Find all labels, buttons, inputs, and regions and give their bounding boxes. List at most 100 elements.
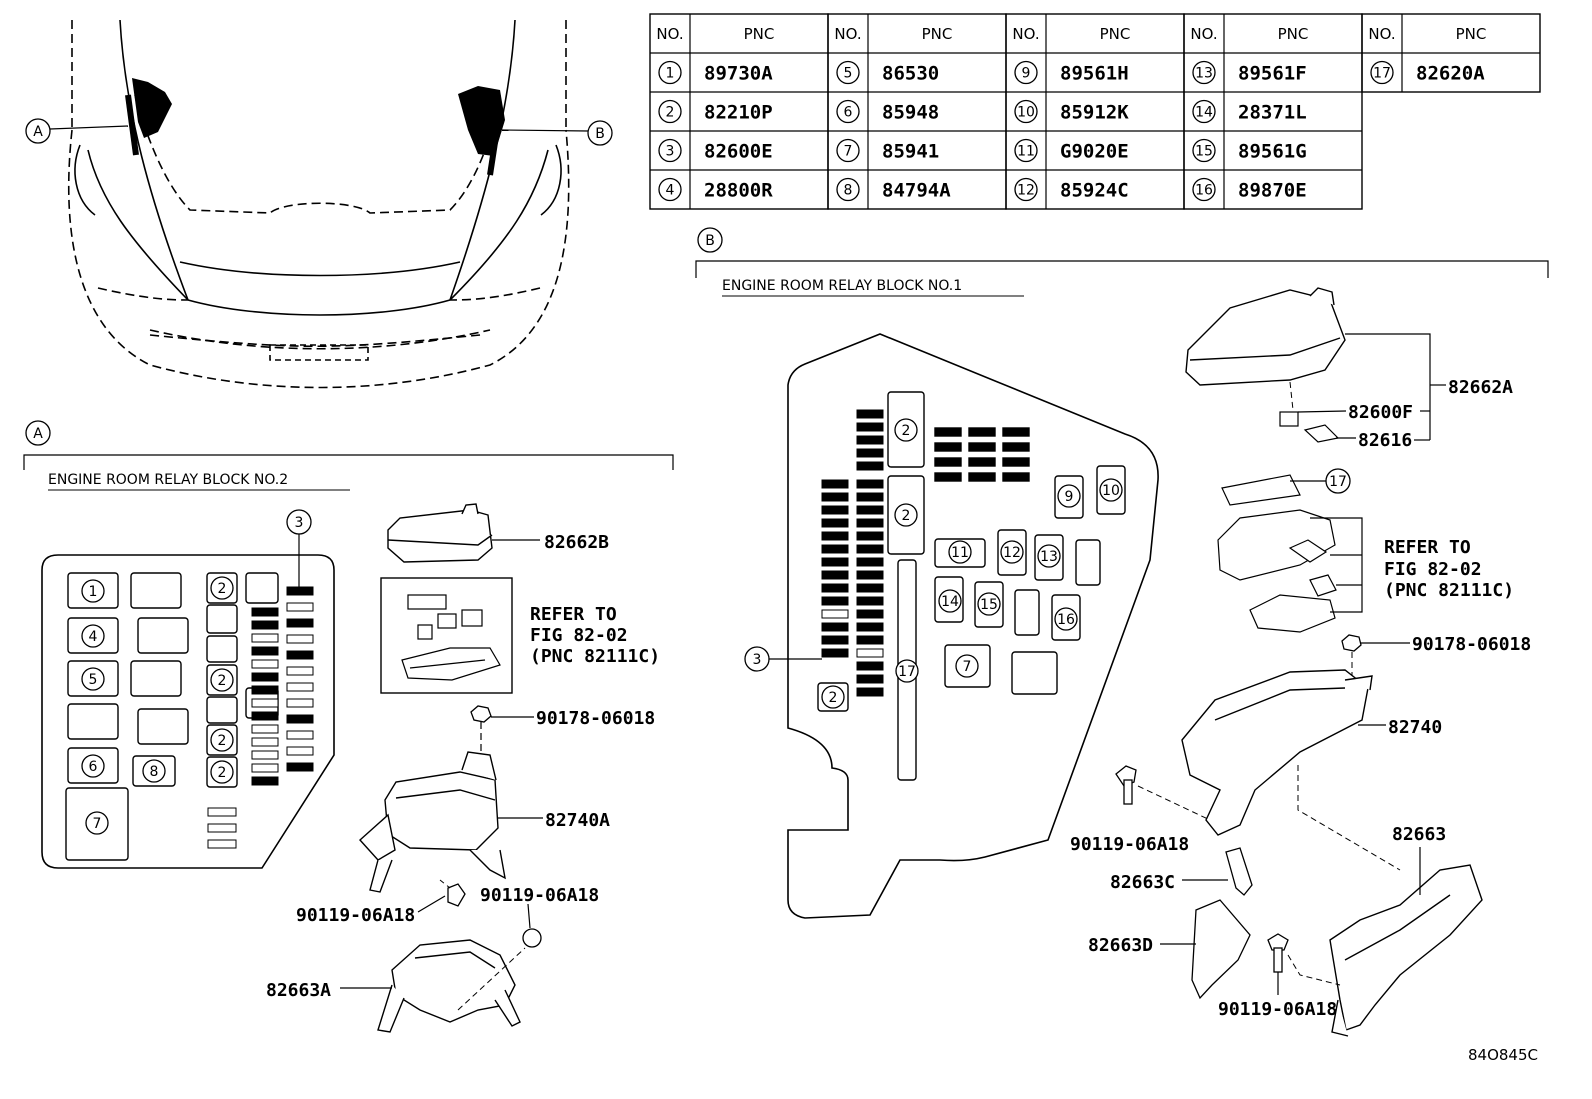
table-header-pnc: PNC: [922, 25, 953, 43]
car-front-view: [67, 19, 570, 389]
svg-text:B: B: [705, 233, 715, 249]
table-row-pnc: G9020E: [1060, 141, 1129, 163]
table-row-pnc: 28800R: [704, 180, 773, 202]
svg-text:5: 5: [89, 672, 98, 688]
svg-text:82600F: 82600F: [1348, 402, 1413, 423]
section-b: B ENGINE ROOM RELAY BLOCK NO.1 2 2 2 17 9 10 1…: [695, 227, 1549, 1037]
svg-text:13: 13: [1040, 549, 1058, 565]
table-row-pnc: 89561F: [1238, 63, 1307, 85]
svg-text:FIG 82-02: FIG 82-02: [1384, 559, 1482, 580]
callout-a-top: A: [25, 118, 129, 144]
table-header-pnc: PNC: [1456, 25, 1487, 43]
table-row-pnc: 85941: [882, 141, 939, 163]
section-a-title: ENGINE ROOM RELAY BLOCK NO.2: [48, 472, 288, 488]
table-row-pnc: 28371L: [1238, 102, 1307, 124]
svg-text:90119-06A18: 90119-06A18: [1070, 834, 1189, 855]
table-row-no: 5: [844, 66, 853, 82]
table-row-no: 10: [1017, 105, 1035, 121]
label-82662b: 82662B: [544, 532, 609, 553]
table-header-pnc: PNC: [1100, 25, 1131, 43]
svg-text:REFER TO: REFER TO: [1384, 537, 1471, 558]
table-row-no: 2: [666, 105, 675, 121]
cover-82662a: [1185, 287, 1346, 386]
table-row-no: 7: [844, 144, 853, 160]
svg-text:14: 14: [941, 594, 959, 610]
svg-text:90119-06A18: 90119-06A18: [296, 905, 415, 926]
table-row-no: 6: [844, 105, 853, 121]
svg-text:2: 2: [218, 581, 227, 597]
table-header-pnc: PNC: [744, 25, 775, 43]
svg-text:9: 9: [1065, 489, 1074, 505]
nut-a: [470, 705, 492, 723]
svg-text:7: 7: [963, 659, 972, 675]
table-row-pnc: 89870E: [1238, 180, 1307, 202]
svg-text:REFER TO: REFER TO: [530, 604, 617, 625]
table-header-no: NO.: [1368, 25, 1395, 43]
table-header-no: NO.: [834, 25, 861, 43]
svg-text:16: 16: [1057, 612, 1075, 628]
table-row-pnc: 85948: [882, 102, 939, 124]
svg-text:82616: 82616: [1358, 430, 1412, 451]
cover-82662b: [387, 503, 493, 563]
table-header-no: NO.: [1190, 25, 1217, 43]
svg-text:82662A: 82662A: [1448, 377, 1513, 398]
svg-text:A: A: [33, 426, 43, 442]
svg-text:90178-06018: 90178-06018: [536, 708, 655, 729]
table-row-no: 14: [1195, 105, 1213, 121]
table-header-pnc: PNC: [1278, 25, 1309, 43]
svg-text:2: 2: [218, 765, 227, 781]
table-row-no: 4: [666, 183, 675, 199]
table-row-pnc: 82210P: [704, 102, 773, 124]
svg-text:17: 17: [898, 664, 916, 680]
section-b-title: ENGINE ROOM RELAY BLOCK NO.1: [722, 278, 962, 294]
table-row-no: 3: [666, 144, 675, 160]
svg-text:8: 8: [150, 764, 159, 780]
svg-text:2: 2: [829, 690, 838, 706]
bracket-82740a: [359, 751, 506, 893]
svg-text:90119-06A18: 90119-06A18: [480, 885, 599, 906]
svg-text:10: 10: [1102, 483, 1120, 499]
svg-text:1: 1: [89, 584, 98, 600]
svg-text:4: 4: [89, 629, 98, 645]
table-row-pnc: 89561G: [1238, 141, 1307, 163]
svg-text:82663C: 82663C: [1110, 872, 1175, 893]
table-header-no: NO.: [656, 25, 683, 43]
svg-text:82663D: 82663D: [1088, 935, 1153, 956]
table-row-pnc: 85924C: [1060, 180, 1129, 202]
svg-text:2: 2: [218, 733, 227, 749]
relay-block-a-location: [132, 78, 172, 138]
svg-text:2: 2: [902, 423, 911, 439]
table-row-no: 11: [1017, 144, 1035, 160]
table-row-pnc: 89730A: [704, 63, 773, 85]
table-row-no: 1: [666, 66, 675, 82]
pnc-table: NO. PNC 1 89730A 2 82210P 3 82600E 4 28800R NO. PNC…: [649, 13, 1541, 210]
section-a: A ENGINE ROOM RELAY BLOCK NO.2 1 4 5 6 7 8 2 2 2…: [23, 420, 674, 1033]
svg-text:11: 11: [951, 545, 969, 561]
table-row-no: 17: [1373, 66, 1391, 82]
figure-id: 84O845C: [1468, 1046, 1538, 1064]
svg-text:90178-06018: 90178-06018: [1412, 634, 1531, 655]
svg-text:17: 17: [1329, 474, 1347, 490]
lower-82663a: [377, 939, 521, 1033]
table-row-no: 15: [1195, 144, 1213, 160]
svg-text:2: 2: [902, 508, 911, 524]
table-row-pnc: 85912K: [1060, 102, 1129, 124]
svg-text:90119-06A18: 90119-06A18: [1218, 999, 1337, 1020]
bracket-82740: [1181, 669, 1373, 836]
svg-text:(PNC 82111C): (PNC 82111C): [530, 646, 660, 667]
lower-82663: [1329, 864, 1483, 1037]
table-header-no: NO.: [1012, 25, 1039, 43]
table-row-no: 12: [1017, 183, 1035, 199]
svg-text:A: A: [33, 124, 43, 140]
svg-text:7: 7: [93, 816, 102, 832]
table-row-pnc: 82600E: [704, 141, 773, 163]
callout-b-top: B: [501, 120, 613, 146]
svg-text:FIG 82-02: FIG 82-02: [530, 625, 628, 646]
svg-text:3: 3: [753, 652, 762, 668]
table-row-pnc: 82620A: [1416, 63, 1485, 85]
table-row-pnc: 86530: [882, 63, 939, 85]
svg-text:B: B: [595, 126, 605, 142]
svg-text:6: 6: [89, 759, 98, 775]
svg-text:82740: 82740: [1388, 717, 1442, 738]
